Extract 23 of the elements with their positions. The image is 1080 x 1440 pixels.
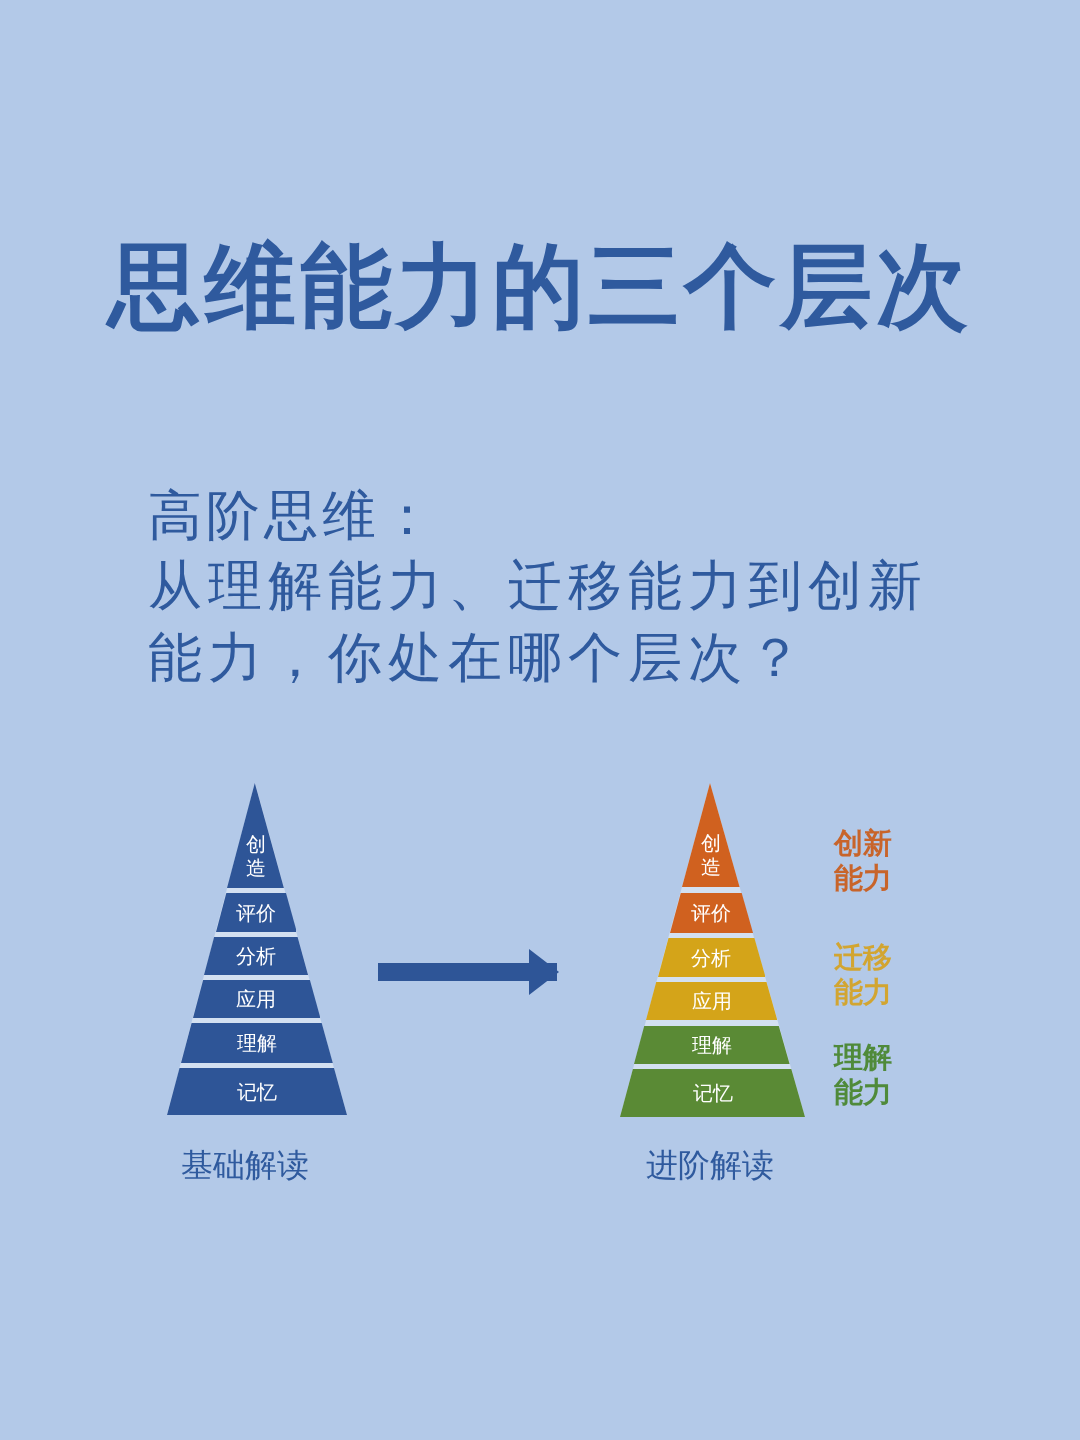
level-label: 理解能力 — [834, 1040, 893, 1110]
level-label: 迁移能力 — [834, 940, 893, 1010]
pyramid — [167, 783, 347, 1115]
level-label: 创新能力 — [834, 826, 893, 896]
pyramid-layer: 理解 — [634, 1026, 790, 1064]
title: 思维能力的三个层次 — [0, 232, 1080, 342]
pyramid-layer: 评价 — [215, 893, 297, 932]
subtitle: 高阶思维： — [148, 484, 439, 548]
pyramid-layer: 理解 — [180, 1023, 333, 1063]
pyramid — [620, 783, 805, 1117]
pyramid-layer: 创造 — [681, 783, 740, 887]
arrow — [378, 949, 559, 995]
pyramid-layer: 分析 — [657, 938, 766, 977]
pyramid-layer: 评价 — [669, 893, 753, 933]
pyramid-layer: 分析 — [204, 937, 309, 975]
pyramid-layer: 应用 — [192, 980, 321, 1018]
pyramid-caption: 基础解读 — [180, 1145, 310, 1185]
pyramid-layer: 应用 — [646, 982, 778, 1020]
pyramid-layer: 创造 — [227, 783, 285, 888]
pyramid-layer: 记忆 — [620, 1069, 805, 1117]
pyramid-caption: 进阶解读 — [645, 1145, 775, 1185]
pyramid-layer: 记忆 — [167, 1068, 347, 1115]
question-text: 从理解能力、迁移能力到创新能力，你处在哪个层次？ — [148, 553, 929, 691]
